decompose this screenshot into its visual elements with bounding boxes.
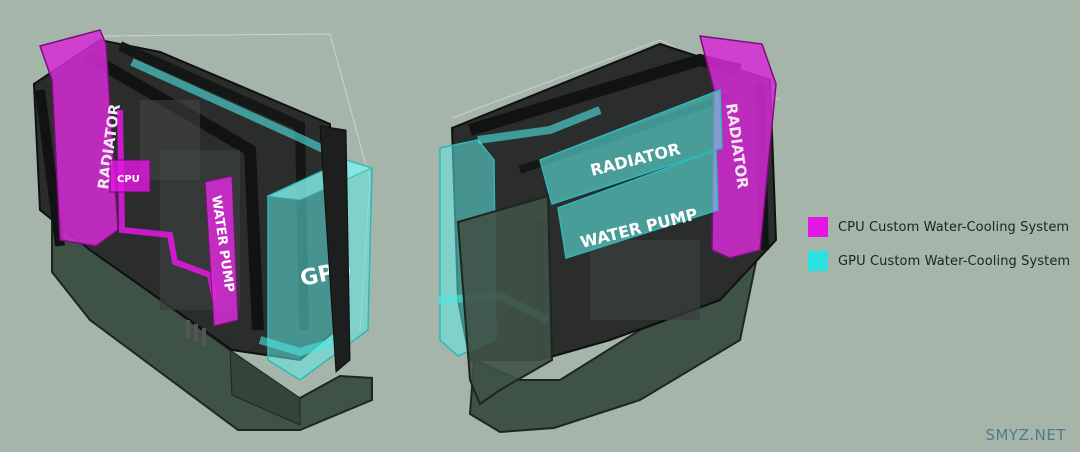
watermark: SMYZ.NET	[985, 426, 1066, 444]
legend-swatch-gpu	[808, 251, 828, 271]
legend-item-cpu: CPU Custom Water-Cooling System	[808, 216, 1070, 238]
legend-label-cpu: CPU Custom Water-Cooling System	[838, 219, 1070, 235]
left-cpu-label: CPU	[117, 174, 140, 185]
legend-swatch-cpu	[808, 217, 828, 237]
left-cpu-block	[109, 159, 151, 193]
left-cpu-water-pump	[204, 175, 239, 327]
left-case: RADIATOR CPU WATER PUMP GPU	[32, 29, 374, 431]
legend: CPU Custom Water-Cooling System GPU Cust…	[808, 216, 1070, 284]
right-gpu-radiator	[539, 88, 723, 205]
left-cpu-radiator	[39, 29, 119, 247]
right-gpu-water-pump	[557, 148, 719, 259]
legend-item-gpu: GPU Custom Water-Cooling System	[808, 250, 1070, 272]
legend-label-gpu: GPU Custom Water-Cooling System	[838, 253, 1071, 269]
right-case: RADIATOR RADIATOR WATER PUMP	[437, 35, 781, 434]
